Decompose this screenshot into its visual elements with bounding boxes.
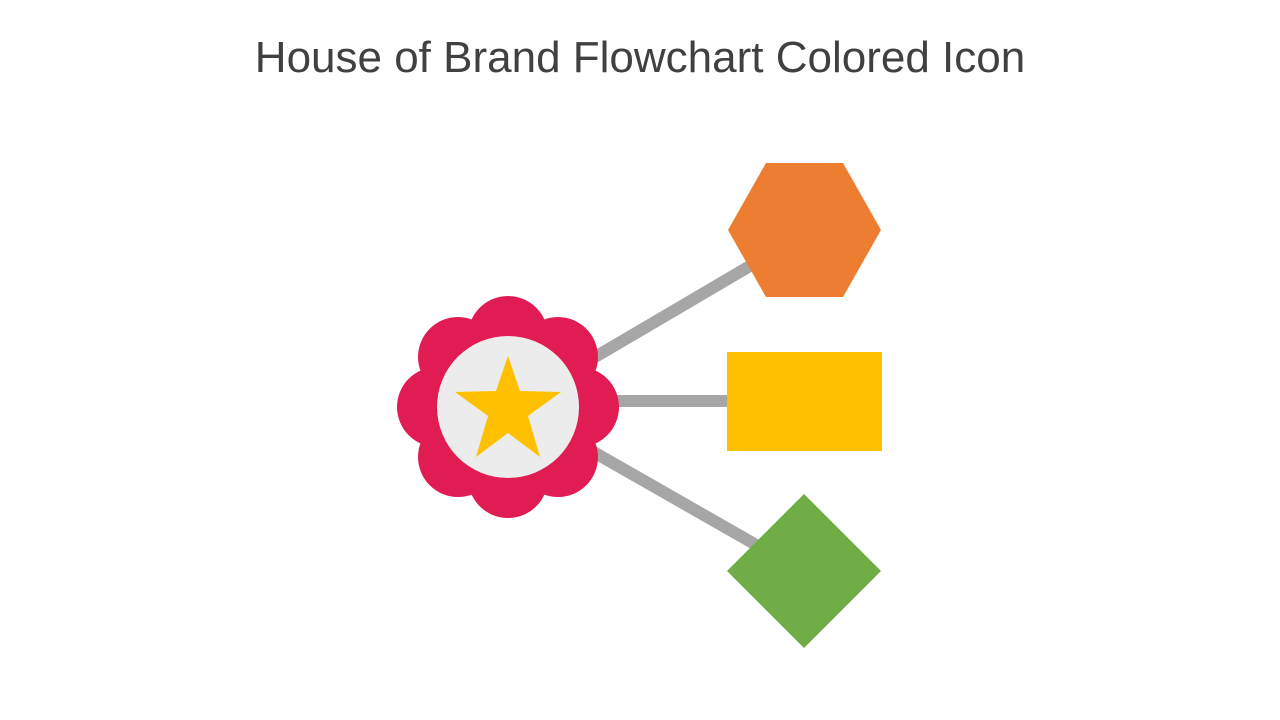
connector-bottom <box>587 444 775 560</box>
diamond-icon <box>727 494 881 648</box>
star-icon <box>455 356 561 457</box>
connector-top <box>586 254 764 366</box>
connectors <box>586 254 775 560</box>
rectangle-icon <box>727 352 882 451</box>
hexagon-icon <box>728 163 881 297</box>
slide-title: House of Brand Flowchart Colored Icon <box>254 33 1026 82</box>
badge-icon <box>397 296 619 518</box>
